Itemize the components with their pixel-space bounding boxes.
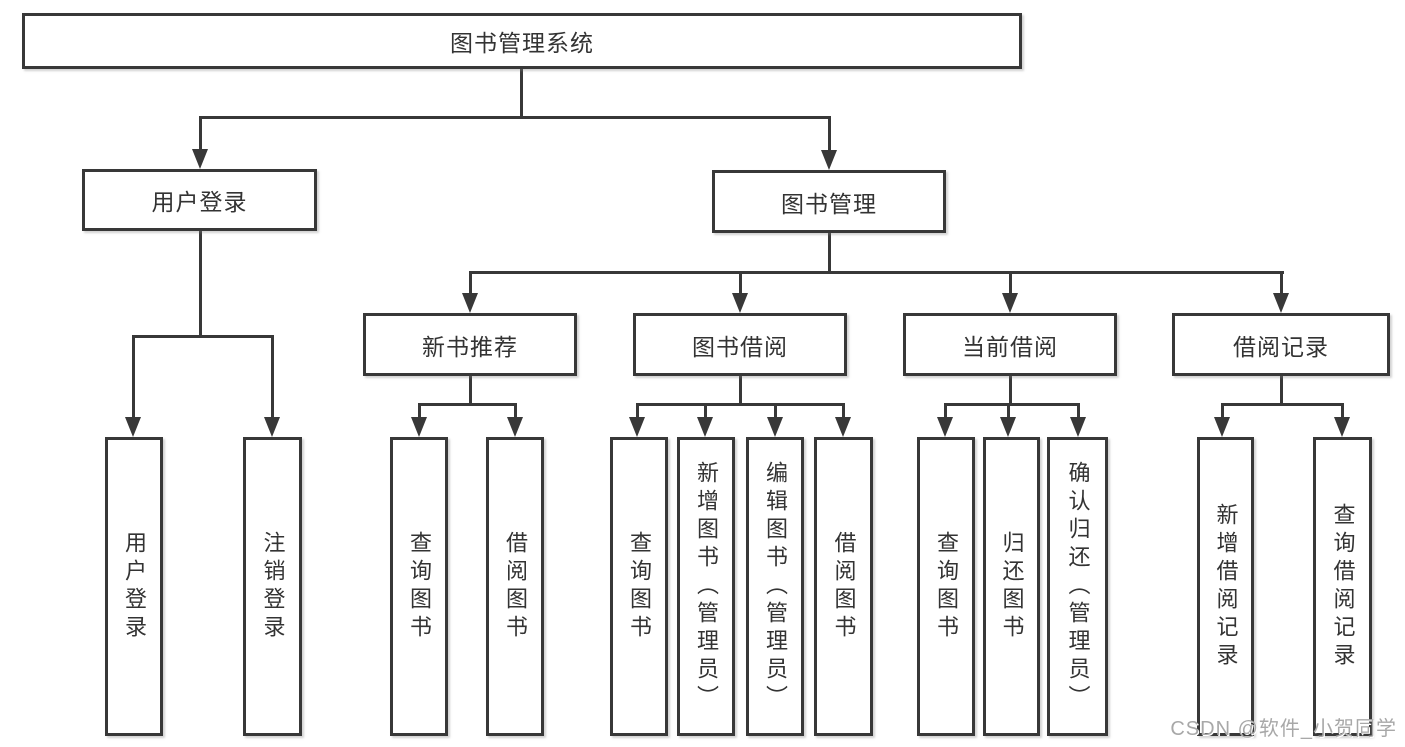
connector-stem xyxy=(739,376,742,406)
leaf-nbr-query-books: 查询图书 xyxy=(390,437,448,736)
arrowhead-icon xyxy=(507,417,523,437)
node-book-borrowing: 图书借阅 xyxy=(633,313,847,376)
leaf-bb-add-books-admin: 新增图书（管理员） xyxy=(677,437,735,736)
connector-stem xyxy=(1280,376,1283,406)
connector-stem xyxy=(271,335,274,420)
arrowhead-icon xyxy=(1214,417,1230,437)
connector-root-rail xyxy=(199,116,831,119)
leaf-nbr-borrow-books: 借阅图书 xyxy=(486,437,544,736)
arrowhead-icon xyxy=(264,417,280,437)
leaf-bb-query-books: 查询图书 xyxy=(610,437,668,736)
connector-stem xyxy=(944,403,947,421)
leaf-logout-login: 注销登录 xyxy=(243,437,302,736)
connector-rail xyxy=(418,403,517,406)
connector-stem xyxy=(1007,403,1010,421)
connector-stem xyxy=(739,271,742,297)
connector-stem xyxy=(1280,271,1283,297)
arrowhead-icon xyxy=(835,417,851,437)
arrowhead-icon xyxy=(1334,417,1350,437)
node-borrowing-records: 借阅记录 xyxy=(1172,313,1390,376)
arrowhead-icon xyxy=(125,417,141,437)
connector-stem xyxy=(418,403,421,421)
arrowhead-icon xyxy=(937,417,953,437)
csdn-watermark: CSDN @软件_小贺同学 xyxy=(1170,718,1397,740)
connector-stem xyxy=(704,403,707,421)
arrowhead-icon xyxy=(697,417,713,437)
connector-stem xyxy=(774,403,777,421)
connector-stem xyxy=(828,233,831,273)
node-library-system: 图书管理系统 xyxy=(22,13,1022,69)
connector-stem xyxy=(1009,376,1012,406)
arrowhead-icon xyxy=(192,149,208,169)
arrowhead-icon xyxy=(1002,293,1018,313)
leaf-cb-query-books: 查询图书 xyxy=(917,437,975,736)
leaf-cb-return-books: 归还图书 xyxy=(983,437,1040,736)
connector-stem xyxy=(469,376,472,406)
arrowhead-icon xyxy=(1070,417,1086,437)
node-book-management: 图书管理 xyxy=(712,170,946,233)
leaf-user-login: 用户登录 xyxy=(105,437,163,736)
leaf-bb-edit-books-admin: 编辑图书（管理员） xyxy=(746,437,804,736)
arrowhead-icon xyxy=(821,150,837,170)
arrowhead-icon xyxy=(629,417,645,437)
arrowhead-icon xyxy=(462,293,478,313)
connector-stem xyxy=(469,271,472,297)
connector-stem xyxy=(842,403,845,421)
connector-stem xyxy=(199,116,202,155)
node-user-login: 用户登录 xyxy=(82,169,317,231)
connector-stem xyxy=(1077,403,1080,421)
arrowhead-icon xyxy=(732,293,748,313)
connector-rail xyxy=(1221,403,1343,406)
connector-stem xyxy=(828,116,831,156)
arrowhead-icon xyxy=(1000,417,1016,437)
connector-rail xyxy=(636,403,844,406)
connector-stem xyxy=(514,403,517,421)
connector-rail xyxy=(469,271,1284,274)
connector-stem xyxy=(1341,403,1344,421)
connector-rail xyxy=(944,403,1080,406)
node-new-book-recommend: 新书推荐 xyxy=(363,313,577,376)
arrowhead-icon xyxy=(767,417,783,437)
connector-stem xyxy=(1221,403,1224,421)
connector-stem xyxy=(199,231,202,337)
connector-stem xyxy=(132,335,135,420)
connector-rail xyxy=(132,335,274,338)
connector-root-stem xyxy=(520,69,523,117)
node-current-borrowing: 当前借阅 xyxy=(903,313,1117,376)
leaf-br-add-borrow-record: 新增借阅记录 xyxy=(1197,437,1254,736)
leaf-br-query-borrow-record: 查询借阅记录 xyxy=(1313,437,1372,736)
leaf-cb-confirm-return-admin: 确认归还（管理员） xyxy=(1047,437,1108,736)
connector-stem xyxy=(1009,271,1012,297)
arrowhead-icon xyxy=(1273,293,1289,313)
arrowhead-icon xyxy=(411,417,427,437)
connector-stem xyxy=(636,403,639,421)
leaf-bb-borrow-books: 借阅图书 xyxy=(814,437,873,736)
